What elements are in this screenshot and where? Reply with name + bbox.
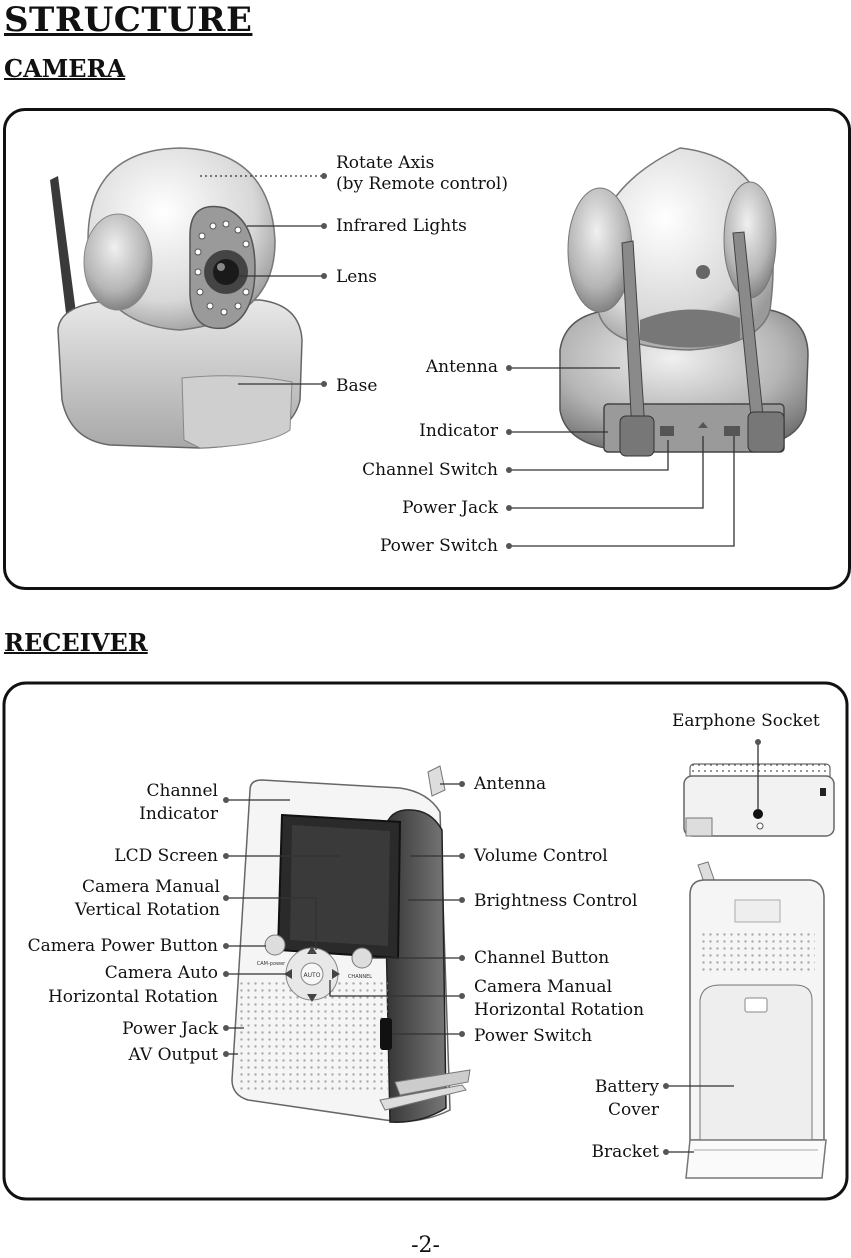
label-receiver-power-jack: Power Jack — [122, 1019, 218, 1039]
page-title: STRUCTURE — [4, 0, 253, 40]
camera-back-illustration — [559, 147, 809, 457]
label-earphone-socket: Earphone Socket — [672, 711, 820, 731]
label-rotate-axis-sub: (by Remote control) — [336, 174, 509, 194]
label-bracket: Bracket — [591, 1142, 659, 1162]
label-channel-button: Channel Button — [474, 948, 610, 968]
label-camera-power-jack: Power Jack — [402, 498, 498, 518]
receiver-illustration: AUTO CAM-power CHANNEL — [231, 765, 471, 1123]
label-indicator: Indicator — [419, 421, 498, 441]
label-camera-antenna: Antenna — [425, 357, 498, 377]
auto-label: AUTO — [304, 972, 321, 979]
label-infrared-lights: Infrared Lights — [336, 216, 467, 236]
receiver-leader-lines — [223, 739, 761, 1155]
label-rotate-axis: Rotate Axis — [336, 153, 435, 173]
label-battery-cover-sub: Cover — [607, 1100, 659, 1120]
label-camera-auto: Camera Auto — [104, 963, 218, 983]
label-receiver-power-switch: Power Switch — [474, 1026, 593, 1046]
receiver-heading: RECEIVER — [4, 628, 148, 657]
receiver-back-illustration — [685, 861, 827, 1179]
label-camera-auto-sub: Horizontal Rotation — [47, 987, 218, 1007]
label-camera-manual-horizontal-sub: Horizontal Rotation — [474, 1000, 645, 1020]
label-brightness-control: Brightness Control — [474, 891, 638, 911]
label-volume-control: Volume Control — [474, 846, 608, 866]
receiver-panel — [2, 681, 849, 1201]
page-number: -2- — [411, 1233, 440, 1258]
channel-button-label: CHANNEL — [348, 974, 372, 980]
label-av-output: AV Output — [128, 1045, 219, 1065]
label-camera-power-button: Camera Power Button — [27, 936, 218, 956]
label-camera-manual-horizontal: Camera Manual — [474, 977, 613, 997]
label-camera-power-switch: Power Switch — [379, 536, 498, 556]
label-battery-cover: Battery — [594, 1077, 659, 1097]
label-receiver-antenna: Antenna — [474, 774, 547, 794]
label-base: Base — [336, 376, 378, 396]
camera-heading: CAMERA — [4, 54, 126, 83]
label-camera-manual-vertical-sub: Vertical Rotation — [74, 900, 220, 920]
label-camera-manual-vertical: Camera Manual — [81, 877, 220, 897]
receiver-top-view-illustration — [683, 763, 835, 837]
label-lens: Lens — [336, 267, 378, 287]
cam-power-label: CAM-power — [257, 961, 286, 967]
camera-front-illustration — [50, 147, 303, 449]
label-channel-switch: Channel Switch — [362, 460, 498, 480]
camera-leader-lines — [200, 173, 735, 549]
label-channel-indicator: Channel — [146, 781, 219, 801]
label-channel-indicator-sub: Indicator — [139, 804, 218, 824]
label-lcd-screen: LCD Screen — [114, 846, 218, 866]
